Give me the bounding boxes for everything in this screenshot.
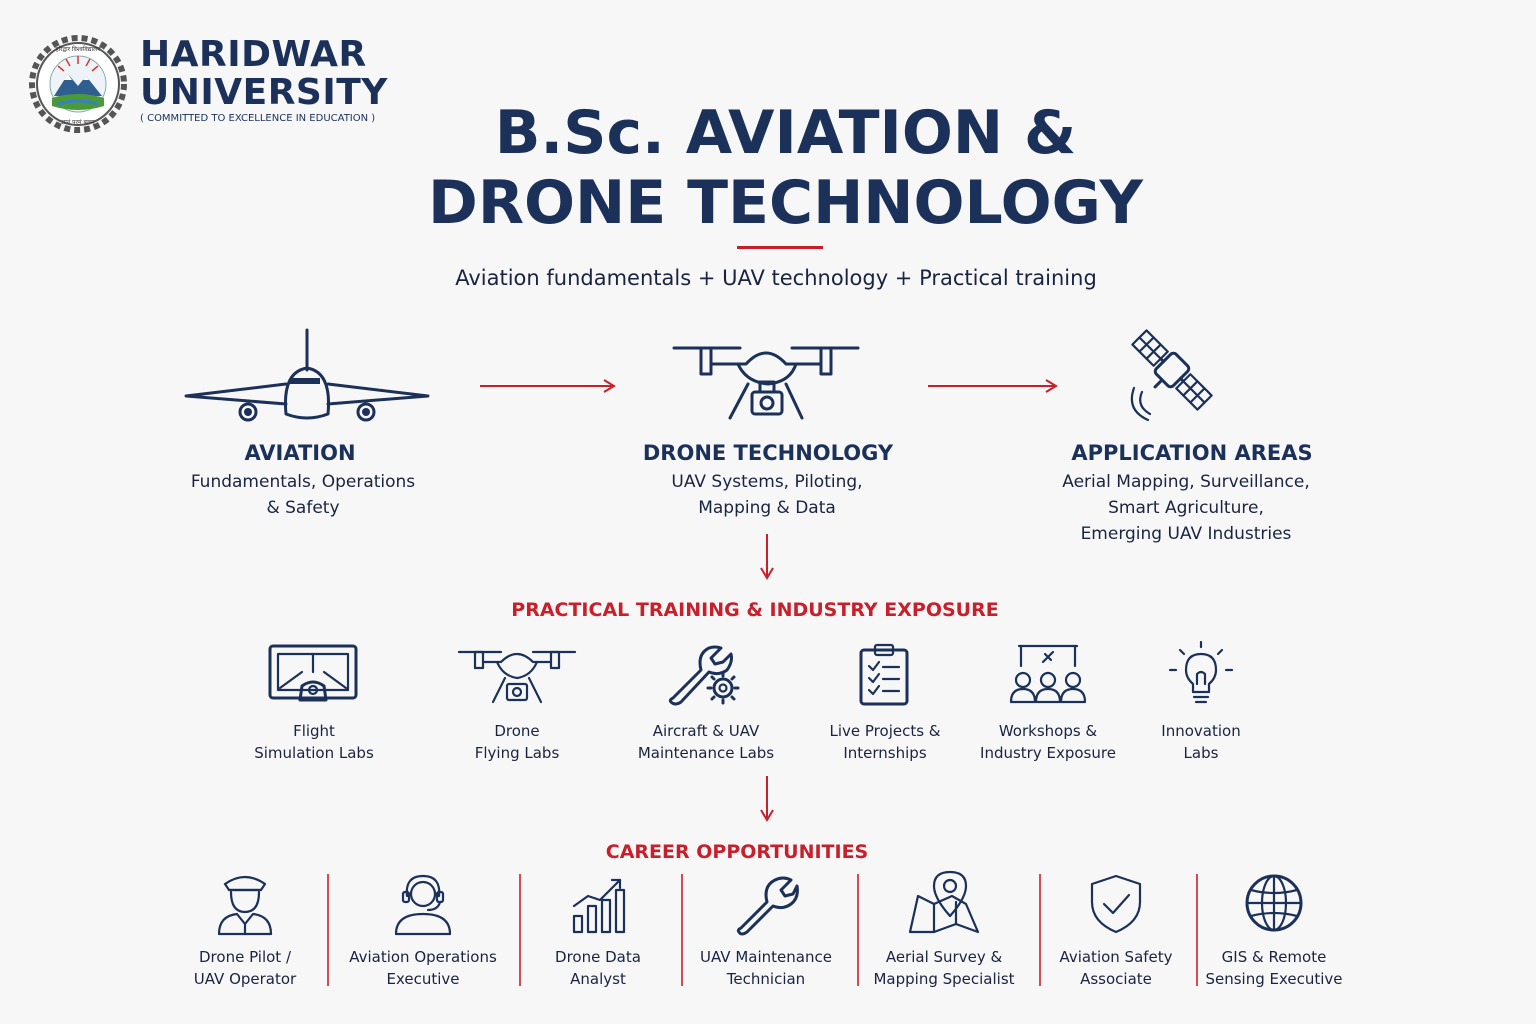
globe-icon [1245,874,1303,932]
career-item-label: UAV Maintenance [700,948,832,966]
flow-arrow-down [757,532,777,586]
career-item: GIS & Remote Sensing Executive [1194,870,1354,990]
practical-item: Flight Simulation Labs [229,642,399,764]
practical-item-label: Maintenance Labs [637,744,775,762]
career-item-label: Drone Data [555,948,641,966]
career-divider [681,874,683,986]
stage-desc-aviation: Fundamentals, Operations & Safety [162,469,444,521]
practical-training-heading: PRACTICAL TRAINING & INDUSTRY EXPOSURE [511,599,999,621]
headset-icon [394,874,452,936]
drone-icon [668,334,864,428]
career-divider [1196,874,1198,986]
workshop-icon [1009,644,1087,704]
career-item: Aviation Operations Executive [343,870,503,990]
university-name-line1: HARIDWAR [140,34,367,75]
career-divider [519,874,521,986]
stage-title-drone-technology: DRONE TECHNOLOGY [642,441,894,465]
stage-desc-line: Fundamentals, Operations [190,472,416,492]
wrench-icon [736,876,799,936]
career-divider [327,874,329,986]
stage-desc-line: Emerging UAV Industries [1080,524,1292,544]
stage-desc-line: Smart Agriculture, [1108,498,1264,518]
practical-item-label: Internships [843,744,927,762]
stage-title-aviation: AVIATION [244,441,356,465]
career-divider [1039,874,1041,986]
airplane-icon [182,326,432,430]
career-item-label: Analyst [570,970,626,988]
university-tagline: ( COMMITTED TO EXCELLENCE IN EDUCATION ) [140,113,376,124]
career-item: Aerial Survey & Mapping Specialist [864,868,1024,990]
practical-item-label: Aircraft & UAV [652,722,760,740]
practical-item: Drone Flying Labs [432,642,602,764]
practical-item-label: Simulation Labs [254,744,374,762]
career-opportunities-heading: CAREER OPPORTUNITIES [605,841,869,863]
career-item-label: Aviation Safety [1059,948,1173,966]
stage-title-application-areas: APPLICATION AREAS [1071,441,1313,465]
svg-text:ज्ञानं परमं बलम्: ज्ञानं परमं बलम् [61,119,95,126]
pilot-icon [217,875,273,936]
university-name-line2: UNIVERSITY [140,72,388,113]
title-underline [737,246,823,249]
stage-desc-application-areas: Aerial Mapping, Surveillance, Smart Agri… [1036,469,1336,547]
career-item-label: Technician [726,970,806,988]
career-item-label: GIS & Remote [1221,948,1327,966]
practical-item: Innovation Labs [1116,640,1286,764]
practical-item-label: Flight [293,722,335,740]
page-title-line2: DRONE TECHNOLOGY [428,168,1143,238]
checklist-icon [859,643,909,706]
practical-item-label: Live Projects & [829,722,941,740]
bar-chart-icon [572,878,626,934]
practical-item-label: Workshops & [998,722,1098,740]
career-item: Drone Data Analyst [518,870,678,990]
stage-desc-line: Aerial Mapping, Surveillance, [1062,472,1310,492]
map-pin-icon [908,870,980,934]
practical-item: Live Projects & Internships [800,642,970,764]
career-item: Drone Pilot / UAV Operator [165,870,325,990]
career-item-label: Sensing Executive [1205,970,1343,988]
career-item-label: UAV Operator [193,970,297,988]
career-item-label: Drone Pilot / [199,948,291,966]
wrench-gear-icon [668,645,740,706]
page-title-line1: B.Sc. AVIATION & [494,98,1077,168]
practical-item-label: Drone [494,722,540,740]
practical-item: Aircraft & UAV Maintenance Labs [621,642,791,764]
practical-item-label: Industry Exposure [980,744,1116,762]
svg-text:हरिद्वार विश्वविद्यालय: हरिद्वार विश्वविद्यालय [55,45,101,53]
practical-item: Workshops & Industry Exposure [963,642,1133,764]
university-logo: हरिद्वार विश्वविद्यालय ज्ञानं परमं बलम् [28,34,128,134]
shield-check-icon [1090,874,1142,934]
career-item-label: Executive [386,970,460,988]
stage-desc-drone-technology: UAV Systems, Piloting, Mapping & Data [617,469,917,521]
practical-item-label: Flying Labs [474,744,560,762]
drone-icon [457,650,577,704]
practical-item-label: Labs [1183,744,1219,762]
flow-arrow-right [926,376,1060,400]
stage-desc-line: & Safety [266,498,340,518]
satellite-icon [1120,318,1224,426]
flight-simulator-icon [268,644,358,702]
career-item-label: Associate [1080,970,1152,988]
flow-arrow-right [478,376,618,400]
career-item-label: Mapping Specialist [873,970,1015,988]
flow-arrow-down [757,774,777,828]
career-item-label: Aerial Survey & [885,948,1003,966]
career-item: Aviation Safety Associate [1036,870,1196,990]
stage-desc-line: UAV Systems, Piloting, [671,472,863,492]
career-item-label: Aviation Operations [349,948,497,966]
stage-desc-line: Mapping & Data [698,498,836,518]
career-item: UAV Maintenance Technician [686,870,846,990]
practical-item-label: Innovation [1161,722,1241,740]
lightbulb-icon [1168,640,1234,704]
page-subtitle: Aviation fundamentals + UAV technology +… [455,266,1097,290]
career-divider [857,874,859,986]
